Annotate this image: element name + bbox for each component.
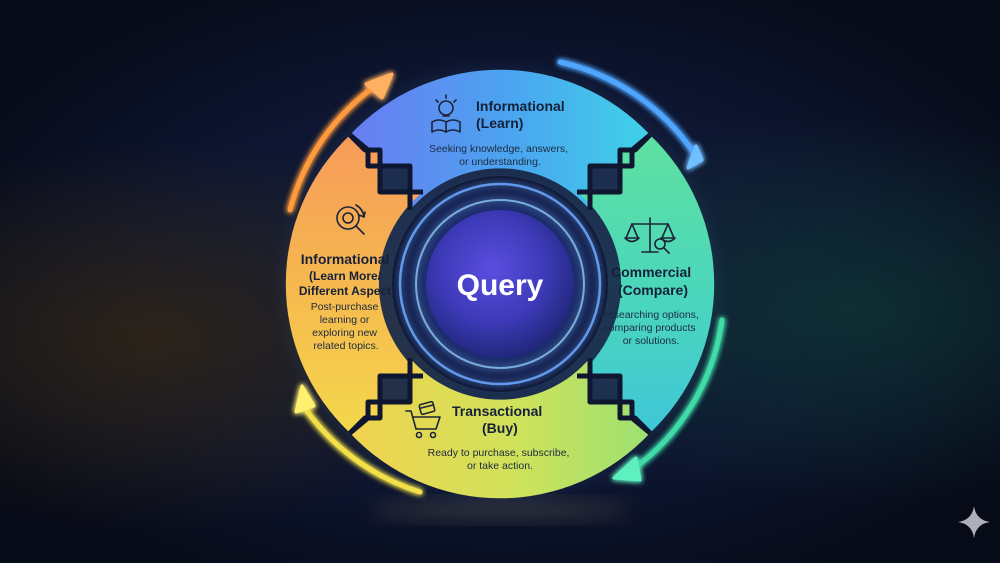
- segment-informational-title: Informational (Learn): [476, 98, 569, 131]
- arrow-bottom-right-head: [612, 456, 642, 482]
- arrow-top-right-curve: [557, 59, 695, 153]
- segment-informational-more-title-line1: Informational: [301, 251, 390, 267]
- segment-informational-more-desc-line4: related topics.: [313, 340, 378, 352]
- segment-informational-more-desc-line1: Post-purchase: [311, 301, 379, 313]
- segment-informational-more-desc: Post-purchase learning or exploring new …: [311, 301, 382, 352]
- arrow-bottom-left: [294, 384, 423, 495]
- center-node: Query: [392, 176, 608, 392]
- divider-bottom-right-b: [587, 358, 652, 435]
- segment-informational-title-line2: (Learn): [476, 115, 523, 131]
- shopping-cart-icon: [405, 400, 441, 439]
- arrow-top-left: [287, 72, 394, 213]
- segment-transactional-desc-line2: or take action.: [467, 460, 533, 472]
- lightbulb-book-icon: [431, 94, 461, 133]
- segment-transactional-desc: Ready to purchase, subscribe, or take ac…: [428, 447, 573, 472]
- arrow-top-right-head: [686, 144, 704, 170]
- segment-informational-shape: [350, 69, 650, 211]
- arrow-top-right: [557, 59, 704, 170]
- segment-transactional-title-line2: (Buy): [482, 420, 518, 436]
- segment-informational-more-desc-line2: learning or: [320, 314, 370, 326]
- floor-glow: [370, 502, 630, 518]
- center-label: Query: [457, 269, 544, 302]
- segment-informational-desc: Seeking knowledge, answers, or understan…: [429, 143, 571, 168]
- sparkle-icon: [958, 506, 990, 538]
- segment-commercial-title-line2: (Compare): [618, 282, 688, 298]
- segment-informational-more-title: Informational (Learn More/ Different Asp…: [299, 251, 395, 298]
- arrow-bottom-right: [612, 317, 725, 482]
- arrow-top-left-curve: [287, 81, 381, 213]
- cycle-arrows: [287, 59, 725, 495]
- divider-bottom-left-b: [348, 373, 423, 435]
- segment-informational-title-line1: Informational: [476, 98, 565, 114]
- segment-commercial: Commercial (Compare) Researching options…: [600, 217, 702, 347]
- segment-informational-more-desc-line3: exploring new: [312, 327, 377, 339]
- segment-transactional-title: Transactional (Buy): [452, 403, 546, 436]
- segment-commercial-title: Commercial (Compare): [611, 264, 695, 298]
- magnifier-refresh-icon: [336, 204, 366, 235]
- arrow-bottom-left-curve: [299, 401, 423, 495]
- center-core: [426, 210, 574, 358]
- segment-informational-more-shape: [285, 135, 423, 433]
- divider-top-right-b: [577, 133, 652, 195]
- segment-informational: Informational (Learn) Seeking knowledge,…: [429, 94, 571, 168]
- segment-commercial-shape: [577, 135, 715, 433]
- arrow-bottom-right-curve: [629, 317, 725, 473]
- arrow-top-left-head: [364, 72, 394, 100]
- segment-informational-more-title-line2: (Learn More/: [309, 269, 382, 283]
- divider-top-left-b: [348, 133, 413, 210]
- segment-commercial-desc-line2: comparing products: [603, 322, 695, 334]
- segment-informational-more: Informational (Learn More/ Different Asp…: [299, 204, 395, 352]
- arrow-bottom-left-head: [294, 384, 316, 414]
- segment-commercial-desc-line3: or solutions.: [623, 335, 680, 347]
- center-ring-inner: [415, 199, 585, 369]
- segment-transactional-desc-line1: Ready to purchase, subscribe,: [428, 447, 570, 459]
- segment-transactional-title-line1: Transactional: [452, 403, 542, 419]
- segment-informational-more-title-line3: Different Aspect): [299, 284, 395, 298]
- center-ring-outer: [398, 182, 602, 386]
- segment-informational-desc-line2: or understanding.: [459, 156, 541, 168]
- segment-informational-desc-line1: Seeking knowledge, answers,: [429, 143, 568, 155]
- segment-commercial-desc: Researching options, comparing products …: [600, 309, 702, 347]
- segment-commercial-title-line1: Commercial: [611, 264, 691, 280]
- scales-magnifier-icon: [624, 217, 676, 254]
- segment-commercial-desc-line1: Researching options,: [600, 309, 699, 321]
- segment-dividers: [348, 133, 652, 435]
- segment-ring: [285, 69, 715, 499]
- segment-transactional-shape: [350, 358, 650, 499]
- segment-transactional: Transactional (Buy) Ready to purchase, s…: [405, 400, 573, 472]
